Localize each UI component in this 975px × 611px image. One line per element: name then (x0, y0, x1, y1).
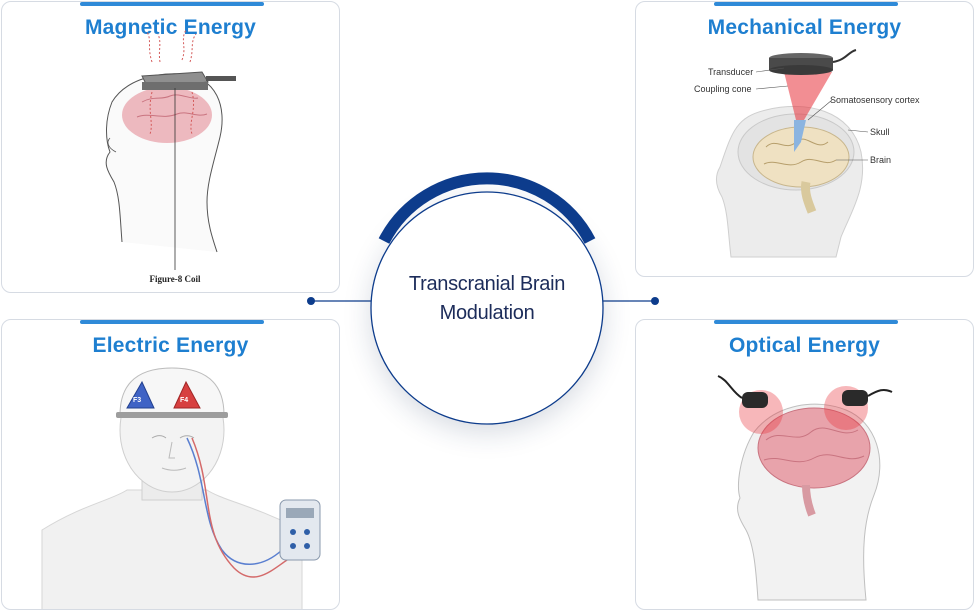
center-title: Transcranial Brain Modulation (371, 270, 603, 328)
electrode-label-f4: F4 (180, 397, 189, 404)
card-title: Optical Energy (728, 334, 880, 357)
card-accent-bar (80, 2, 264, 6)
card-title: Mechanical Energy (707, 16, 902, 39)
card-accent-bar (714, 320, 898, 324)
label-somatosensory-cortex: Somatosensory cortex (830, 95, 920, 105)
card-magnetic-energy: Magnetic Energy Figure-8 Coil (1, 1, 340, 293)
brain-region (757, 407, 871, 489)
label-transducer: Transducer (708, 67, 754, 77)
card-title: Magnetic Energy (84, 16, 257, 39)
card-mechanical-energy: Mechanical Energy Transducer Coupling co… (635, 1, 974, 277)
coil-caption: Figure-8 Coil (149, 274, 201, 284)
label-skull: Skull (870, 127, 890, 137)
stimulator-device (279, 499, 321, 561)
label-brain: Brain (870, 155, 892, 165)
card-optical-energy: Optical Energy (635, 319, 974, 610)
electrode-f3 (126, 380, 155, 409)
center-title-line1: Transcranial Brain (408, 273, 566, 295)
card-electric-energy: Electric Energy F3 F4 (1, 319, 340, 610)
electrode-label-f3: F3 (133, 397, 142, 404)
card-accent-bar (714, 2, 898, 6)
center-title-line2: Modulation (439, 302, 535, 324)
card-accent-bar (80, 320, 264, 324)
label-coupling-cone: Coupling cone (694, 84, 752, 94)
card-title: Electric Energy (92, 334, 249, 357)
photobiomodulation-head-illustration (717, 375, 893, 601)
somatosensory-cortex (794, 120, 806, 152)
tms-head-illustration (105, 29, 236, 270)
tdcs-head-illustration (41, 367, 321, 609)
electrode-f4 (173, 380, 201, 409)
ultrasound-head-illustration (715, 49, 869, 258)
connector-dot-left (307, 297, 315, 305)
connector-dot-right (651, 297, 659, 305)
